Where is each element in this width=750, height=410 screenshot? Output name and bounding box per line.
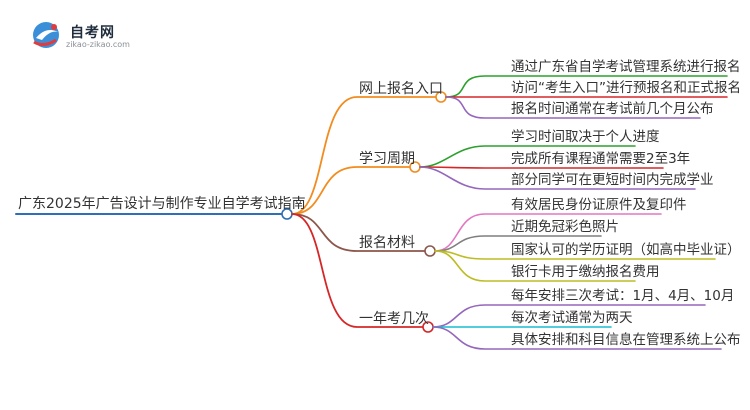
branch-label-3: 一年考几次 <box>359 311 429 327</box>
logo-emblem-icon <box>33 22 59 48</box>
branch-label-0: 网上报名入口 <box>359 81 443 97</box>
leaf-connector-2-3 <box>434 250 636 282</box>
root-topic: 广东2025年广告设计与制作专业自学考试指南 <box>18 196 306 212</box>
leaf-label-0-2: 报名时间通常在考试前几个月公布 <box>511 101 714 117</box>
branch-connector-2 <box>291 213 426 252</box>
logo-title: 自考网 <box>70 25 115 41</box>
branch-label-1: 学习周期 <box>359 151 415 167</box>
leaf-label-2-3: 银行卡用于缴纳报名费用 <box>511 264 660 280</box>
leaf-connector-0-2 <box>445 96 701 119</box>
leaf-label-0-1: 访问“考生入口”进行预报名和正式报名 <box>511 80 741 96</box>
leaf-label-2-0: 有效居民身份证原件及复印件 <box>511 197 687 213</box>
leaf-label-1-2: 部分同学可在更短时间内完成学业 <box>511 172 714 188</box>
branch-connector-0 <box>291 96 437 215</box>
branch-connector-3 <box>291 213 424 328</box>
leaf-label-2-2: 国家认可的学历证明（如高中毕业证） <box>511 242 741 258</box>
leaf-connector-0-0 <box>445 75 728 98</box>
leaf-label-1-0: 学习时间取决于个人进度 <box>511 129 660 145</box>
site-logo[interactable]: 自考网 zikao-zikao.com <box>30 18 150 52</box>
logo-subtitle: zikao-zikao.com <box>66 40 130 49</box>
leaf-connector-1-1 <box>419 166 664 169</box>
leaf-label-3-2: 具体安排和科目信息在管理系统上公布 <box>511 332 741 348</box>
leaf-connector-2-0 <box>434 213 662 252</box>
branch-node-2[interactable] <box>424 245 436 257</box>
leaf-connector-2-1 <box>434 235 602 252</box>
branch-connector-1 <box>291 166 411 215</box>
leaf-label-3-0: 每年安排三次考试：1月、4月、10月 <box>511 288 735 304</box>
leaf-connector-3-2 <box>432 326 722 350</box>
branch-label-2: 报名材料 <box>359 235 415 251</box>
leaf-label-3-1: 每次考试通常为两天 <box>511 310 633 326</box>
leaf-label-2-1: 近期免冠彩色照片 <box>511 219 619 235</box>
leaf-label-0-0: 通过广东省自学考试管理系统进行报名 <box>511 59 741 75</box>
leaf-connector-1-2 <box>419 166 696 190</box>
leaf-label-1-1: 完成所有课程通常需要2至3年 <box>511 151 691 167</box>
